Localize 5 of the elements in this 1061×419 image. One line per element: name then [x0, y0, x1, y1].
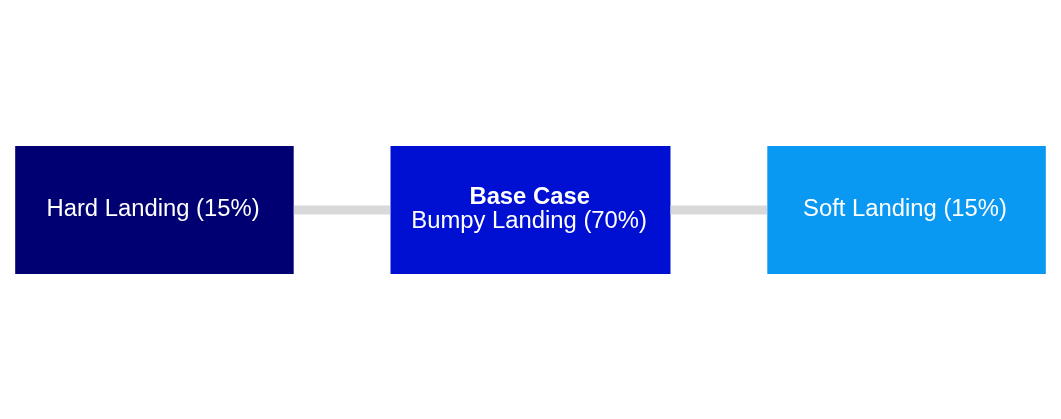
- node-box: Soft Landing (15%): [767, 145, 1046, 274]
- node-box: Base Case Bumpy Landing (70%): [390, 145, 671, 274]
- node-box: Hard Landing (15%): [15, 145, 294, 274]
- connector: [293, 205, 390, 214]
- connector: [670, 205, 768, 214]
